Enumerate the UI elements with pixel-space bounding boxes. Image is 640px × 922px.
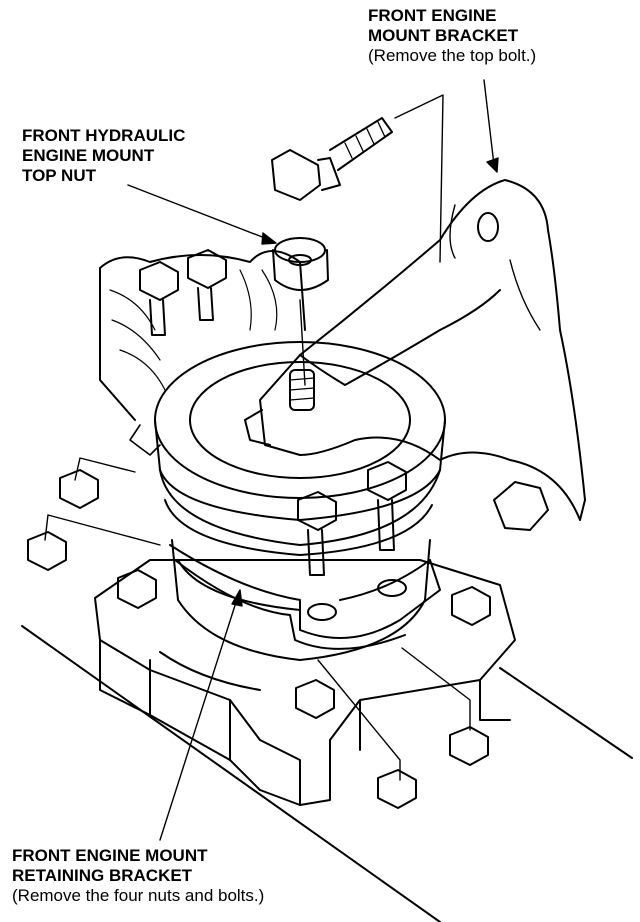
label-line: FRONT ENGINE [368,6,497,25]
label-line: FRONT HYDRAULIC [22,126,186,145]
leader-lines [44,79,499,841]
label-line: RETAINING BRACKET [12,866,193,886]
label-line: FRONT ENGINE MOUNT [12,846,208,865]
label-front-engine-mount-bracket: FRONT ENGINE MOUNT BRACKET (Remove the t… [368,6,536,66]
frame-rail-lines [21,625,633,922]
label-line: TOP NUT [22,166,96,186]
retaining-bracket-bolts [297,461,407,621]
retaining-nuts [27,469,491,809]
engine-base-casting [94,559,516,806]
mount-stud [289,369,315,411]
label-hydraulic-mount-top-nut: FRONT HYDRAULIC ENGINE MOUNT TOP NUT [22,126,185,186]
bracket-top-bolt [271,117,393,201]
label-note: (Remove the four nuts and bolts.) [12,886,265,906]
label-note: (Remove the top bolt.) [368,46,537,66]
label-line: ENGINE MOUNT [22,146,155,166]
bracket-side-bolt [493,481,549,531]
label-line: MOUNT BRACKET [368,26,519,46]
hydraulic-top-nut [272,237,329,386]
retaining-bracket-plate [169,544,441,650]
hydraulic-mount-body [129,341,446,661]
front-engine-mount-bracket [244,179,586,521]
label-retaining-bracket: FRONT ENGINE MOUNT RETAINING BRACKET (Re… [12,846,264,906]
engine-block-bolts [139,249,227,336]
